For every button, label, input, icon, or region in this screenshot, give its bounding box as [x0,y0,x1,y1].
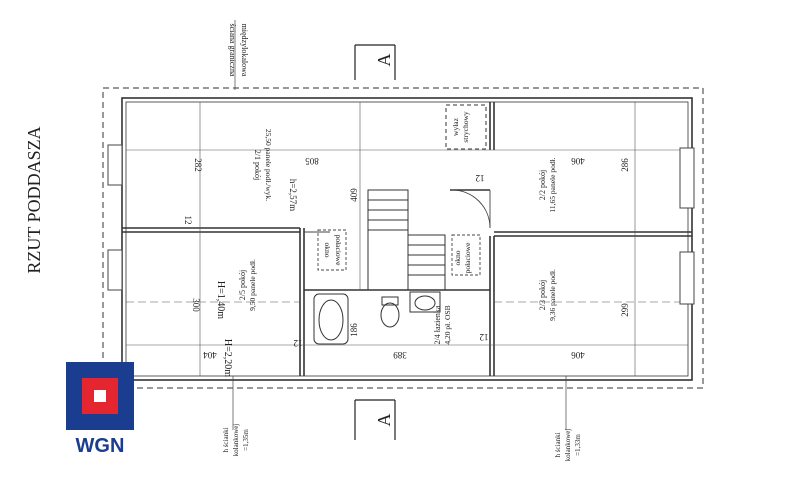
label-okno-right: okno połaciowe [453,242,472,273]
dim-12a: 12 [183,216,193,225]
dim-300: 300 [191,298,201,312]
label-h-220: H=2,20m [222,339,233,377]
dim-12c: 12 [294,338,303,348]
bathroom-fixtures [313,291,441,345]
svg-text:h ścianki: h ścianki [222,427,230,452]
dim-12b: 12 [476,173,485,183]
svg-text:9,36 panele podł.: 9,36 panele podł. [548,269,557,321]
svg-text:kolankowej: kolankowej [232,424,240,457]
svg-text:wyłaz: wyłaz [451,117,460,136]
svg-text:2/4 łazienka: 2/4 łazienka [433,305,442,344]
top-note: ściana graniczna międzylokalowa [228,23,249,77]
roof-lines [126,102,688,376]
svg-text:25,50 panele podł./wyk.: 25,50 panele podł./wyk. [264,129,273,201]
room-2-3: 2/3 pokój 9,36 panele podł. [538,269,557,321]
svg-text:h ścianki: h ścianki [554,432,562,457]
svg-text:połaciowe: połaciowe [334,235,343,266]
dimensions: 282 805 12 409 12 300 186 12 389 404 12 … [183,156,630,360]
svg-text:strychowy: strychowy [461,111,470,142]
dim-299: 299 [620,303,630,317]
svg-text:4,20 pł. OSB: 4,20 pł. OSB [443,305,452,344]
windows [107,144,695,305]
room-2-5: 2/5 pokój 9,50 panele podł. [238,259,257,311]
label-height-room: h=2,57m [288,179,298,211]
staircase [367,189,446,291]
svg-text:11,65 panele podł.: 11,65 panele podł. [548,157,557,212]
svg-text:2/1 pokój: 2/1 pokój [253,150,262,180]
svg-text:połaciowe: połaciowe [463,242,472,273]
svg-text:=1,35m: =1,35m [242,429,250,451]
doors [304,189,491,233]
svg-text:2/2 pokój: 2/2 pokój [538,170,547,200]
bottom-note-left: h ścianki kolankowej =1,35m [222,424,250,457]
label-okno-left: okno połaciowe [323,235,343,266]
room-2-2: 2/2 pokój 11,65 panele podł. [538,157,557,212]
dim-404: 404 [203,350,217,360]
logo-white-square [94,390,106,402]
svg-text:A: A [374,54,394,67]
label-h-140: H=1,40m [215,281,226,319]
svg-text:A: A [374,414,394,427]
dim-409: 409 [349,188,359,202]
section-marker-top: A [354,44,396,80]
svg-text:2/5 pokój: 2/5 pokój [238,270,247,300]
dim-406b: 406 [571,350,585,360]
svg-text:9,50 panele podł.: 9,50 panele podł. [248,259,257,311]
section-marker-bottom: A [354,399,396,440]
svg-text:okno: okno [453,250,462,265]
plan-title: RZUT PODDASZA [24,126,44,273]
bottom-note-right: h ścianki kolankowej =1,33m [554,429,582,462]
svg-text:2/3 pokój: 2/3 pokój [538,280,547,310]
svg-text:międzylokalowa: międzylokalowa [240,24,249,77]
interior-walls [122,102,692,376]
dim-12d: 12 [480,332,489,342]
dim-286: 286 [620,158,630,172]
skylights [317,229,481,276]
svg-text:=1,33m: =1,33m [574,434,582,456]
outer-walls [102,87,704,389]
dim-282: 282 [193,158,203,172]
svg-text:kolankowej: kolankowej [564,429,572,462]
leaders [232,20,567,430]
dim-186: 186 [349,323,359,337]
logo-text: WGN [76,435,125,457]
svg-text:okno: okno [323,243,332,258]
label-wyjazd: wyłaz strychowy [451,111,470,142]
svg-text:ściana graniczna: ściana graniczna [228,23,237,77]
dim-406a: 406 [571,156,585,166]
dim-805: 805 [305,156,319,166]
room-2-4-bathroom: 2/4 łazienka 4,20 pł. OSB [433,305,452,344]
room-2-1: 2/1 pokój 25,50 panele podł./wyk. [253,129,273,201]
dim-389: 389 [393,350,407,360]
wgn-logo: WGN [66,362,134,457]
